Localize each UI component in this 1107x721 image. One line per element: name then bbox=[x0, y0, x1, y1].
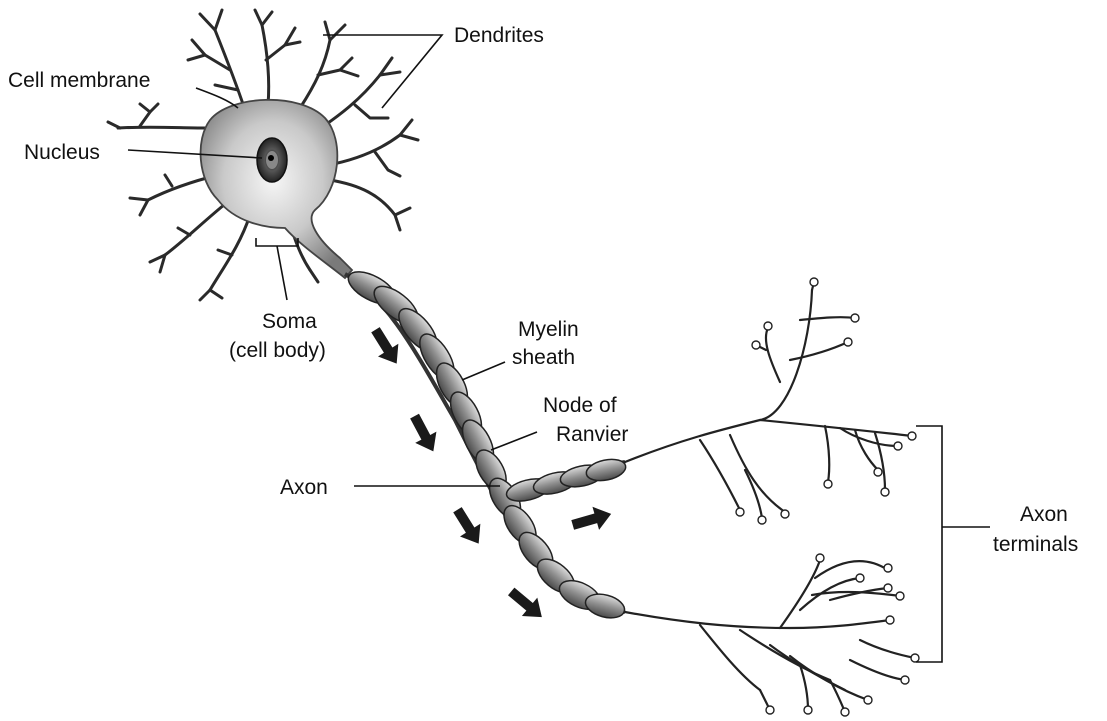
arrow-4 bbox=[503, 582, 549, 626]
label-axon-terminals-line1: Axon bbox=[1020, 503, 1068, 526]
label-axon: Axon bbox=[280, 476, 328, 499]
label-dendrites: Dendrites bbox=[454, 24, 544, 47]
label-myelin-line1: Myelin bbox=[518, 318, 579, 341]
label-soma-line1: Soma bbox=[262, 310, 317, 333]
nucleus-shape bbox=[257, 138, 287, 182]
axon-terminal-lower bbox=[625, 554, 919, 716]
axon-terminals-bracket bbox=[916, 426, 942, 662]
label-cell-membrane: Cell membrane bbox=[8, 69, 150, 92]
label-myelin-line2: sheath bbox=[512, 346, 575, 369]
axon-terminal-upper bbox=[625, 278, 916, 524]
arrow-3 bbox=[447, 503, 489, 550]
label-nucleus: Nucleus bbox=[24, 141, 100, 164]
myelin-leader bbox=[462, 362, 505, 380]
arrow-2 bbox=[404, 410, 444, 457]
arrow-5 bbox=[569, 502, 614, 536]
label-node-line2: Ranvier bbox=[556, 423, 628, 446]
soma-leader bbox=[277, 246, 287, 300]
label-axon-terminals-line2: terminals bbox=[993, 533, 1078, 556]
label-node-line1: Node of bbox=[543, 394, 617, 417]
node-leader bbox=[491, 432, 537, 450]
soma-bracket bbox=[256, 238, 298, 246]
label-soma-line2: (cell body) bbox=[229, 339, 326, 362]
